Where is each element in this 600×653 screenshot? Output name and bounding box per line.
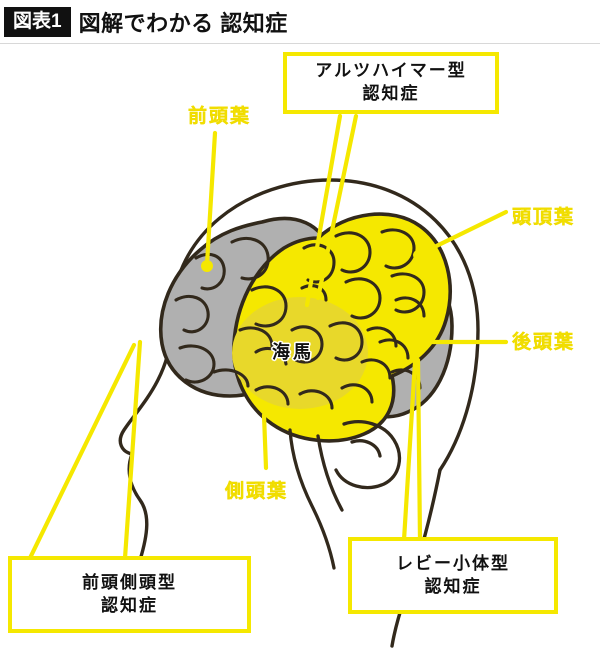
label-frontal-lobe: 前頭葉 <box>188 106 252 127</box>
leader-frontal <box>204 130 218 267</box>
callout-alzheimer: アルツハイマー型 認知症 <box>283 52 499 114</box>
callout-alzheimer-line2: 認知症 <box>362 84 420 103</box>
leader-alzheimer-a <box>304 113 343 308</box>
label-temporal-lobe: 側頭葉 <box>225 481 289 502</box>
leader-ftd-b <box>122 339 143 561</box>
leader-parietal <box>415 209 509 258</box>
callout-frontotemporal: 前頭側頭型 認知症 <box>8 556 251 633</box>
leader-temporal <box>261 412 269 471</box>
leader-lbd-a <box>401 359 418 543</box>
callout-frontotemporal-line2: 認知症 <box>101 595 158 615</box>
callout-lewy-body: レビー小体型 認知症 <box>348 537 558 614</box>
callout-lewy-body-line2: 認知症 <box>424 576 482 596</box>
label-occipital-lobe: 後頭葉 <box>512 332 576 353</box>
figure-title-bar: 図表1 図解でわかる 認知症 <box>0 0 600 44</box>
callout-frontotemporal-line1: 前頭側頭型 <box>82 572 177 592</box>
label-parietal-lobe: 頭頂葉 <box>512 207 576 228</box>
leader-alzheimer-b <box>315 113 359 301</box>
leader-ftd-a <box>27 342 137 561</box>
callout-alzheimer-line1: アルツハイマー型 <box>315 61 467 81</box>
title-divider <box>0 43 600 44</box>
label-hippocampus: 海馬 <box>272 342 314 362</box>
page-title: 図解でわかる 認知症 <box>78 11 288 36</box>
callout-lewy-body-line1: レビー小体型 <box>396 553 510 573</box>
figure-number-badge: 図表1 <box>4 7 71 37</box>
leader-endpoint-dots <box>201 250 430 348</box>
cerebellum-brainstem <box>288 420 402 570</box>
leader-lbd-b <box>415 357 423 543</box>
